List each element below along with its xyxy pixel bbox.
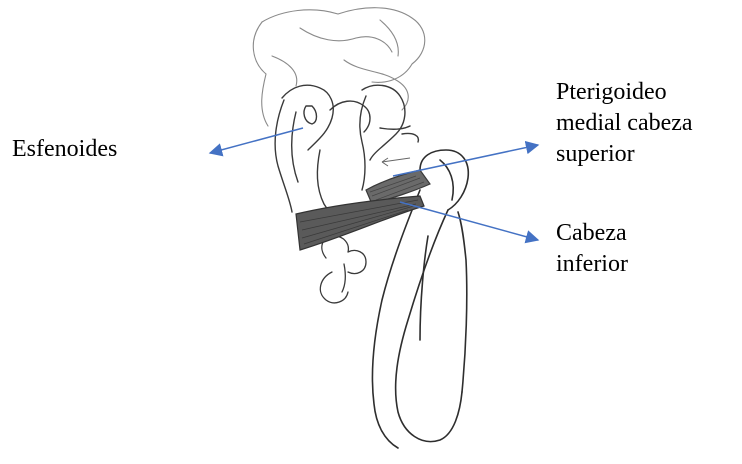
- arrow-cabeza-inferior: [400, 202, 538, 240]
- label-esfenoides-text: Esfenoides: [12, 134, 117, 165]
- lower-bones-sketch: [320, 236, 366, 303]
- label-pterigoideo-line2: medial cabeza: [556, 108, 693, 139]
- sphenoid-sketch: [275, 85, 370, 218]
- skull-base-sketch: [253, 8, 424, 126]
- label-esfenoides: Esfenoides: [12, 134, 117, 165]
- label-pterigoideo-medial: Pterigoideo medial cabeza superior: [556, 77, 693, 170]
- label-cabeza-inferior-line2: inferior: [556, 249, 628, 280]
- label-cabeza-inferior: Cabeza inferior: [556, 218, 628, 280]
- inferior-head-muscle: [296, 196, 424, 250]
- arrow-esfenoides: [210, 128, 303, 153]
- arrow-pterigoideo: [393, 145, 538, 176]
- label-cabeza-inferior-line1: Cabeza: [556, 218, 628, 249]
- label-pterigoideo-line1: Pterigoideo: [556, 77, 693, 108]
- label-pterigoideo-line3: superior: [556, 139, 693, 170]
